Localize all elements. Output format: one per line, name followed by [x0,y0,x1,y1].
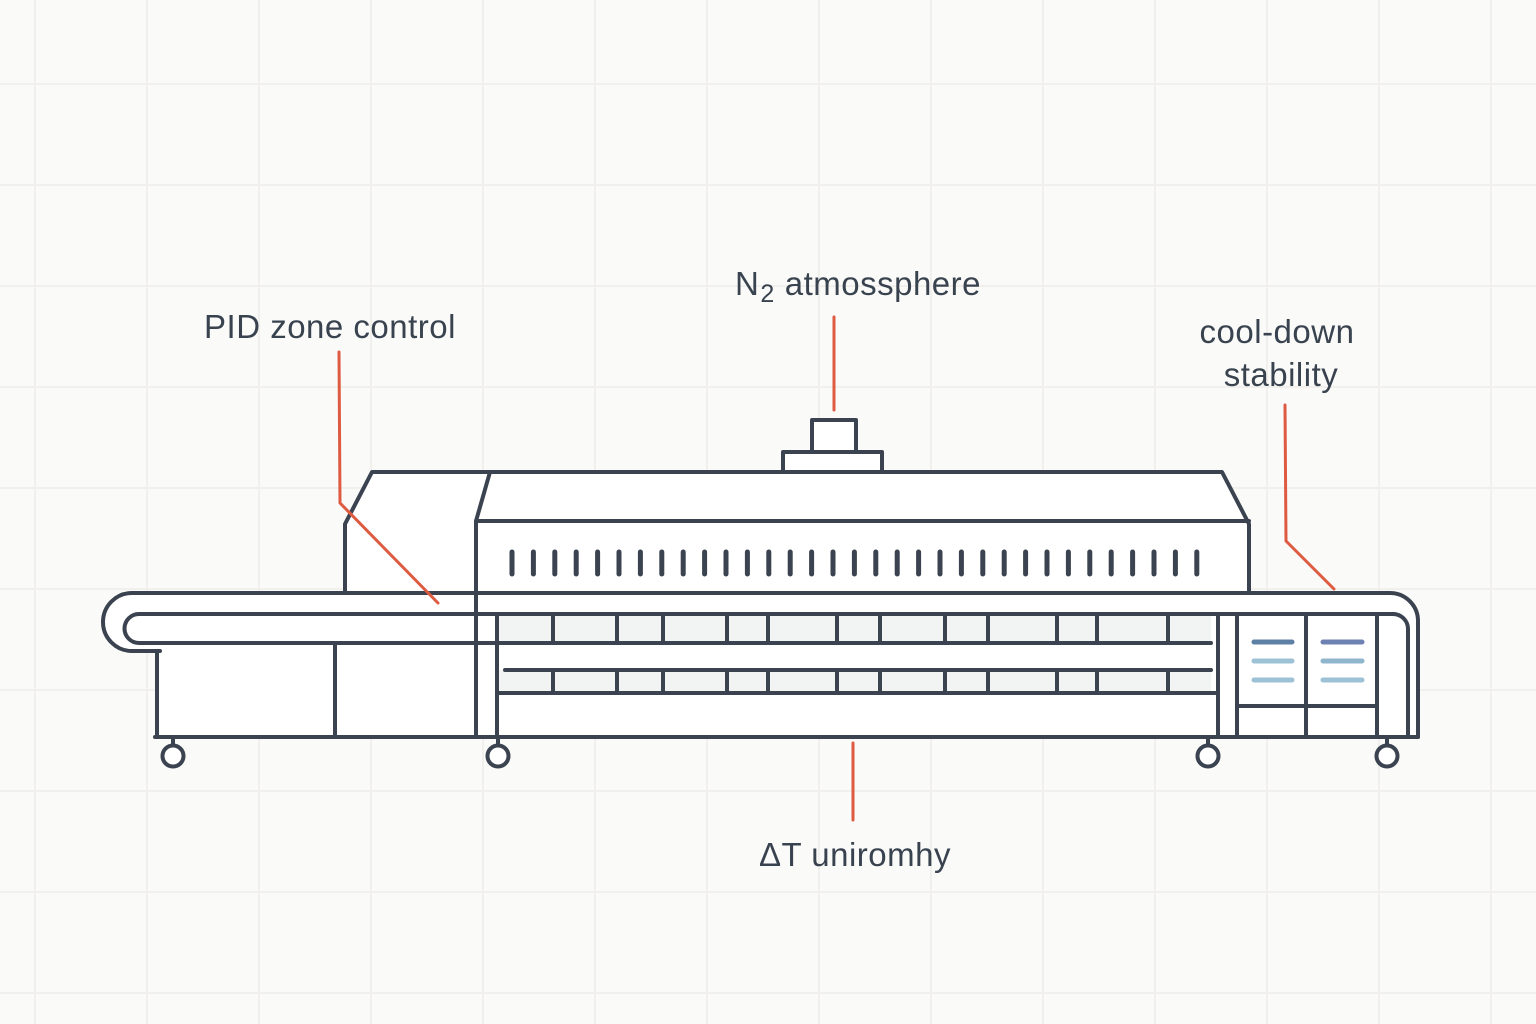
n2-subscript: 2 [760,280,774,308]
label-n2-atmosphere: N2 atmossphere [735,265,981,308]
label-cooldown-line2: stability [1224,356,1339,393]
caster-wheel [160,743,186,769]
label-delta-t-uniformity: ΔT uniromhy [759,836,951,873]
vent-slots [509,549,1200,577]
exhaust-vent [781,418,884,474]
pid-leader-line [337,350,440,605]
n2-symbol: N [735,265,759,302]
n2-rest: atmossphere [785,265,981,302]
caster-wheel [1195,743,1221,769]
conveyor-outer [101,591,1420,739]
heating-zone-dividers [551,616,1170,693]
label-cooldown-line1: cool-down [1200,313,1355,350]
label-pid-zone-control: PID zone control [204,308,456,345]
conveyor-inner [122,612,1410,739]
hood-outline [343,470,1251,739]
cooldown-section [1235,612,1379,739]
hood-roof [343,470,1251,595]
heating-zone-band-upper [499,616,1211,644]
heating-zone-band-lower [499,670,1211,693]
reflow-oven-illustration [101,418,1420,769]
conveyor-belt [101,591,1420,739]
leader-lines [337,315,1336,822]
vent-base [781,450,884,474]
hood-fill [345,472,1249,593]
caster-wheel [1374,743,1400,769]
caster-wheels [160,735,1400,769]
cooldown-leader-line [1283,403,1336,591]
vent-pipe [810,418,858,454]
cooldown-panel-right [1320,639,1365,683]
annotation-labels: PID zone control N2 atmossphere cool-down… [204,265,1354,873]
cooldown-panel-left [1251,639,1295,683]
caster-wheel [485,743,511,769]
